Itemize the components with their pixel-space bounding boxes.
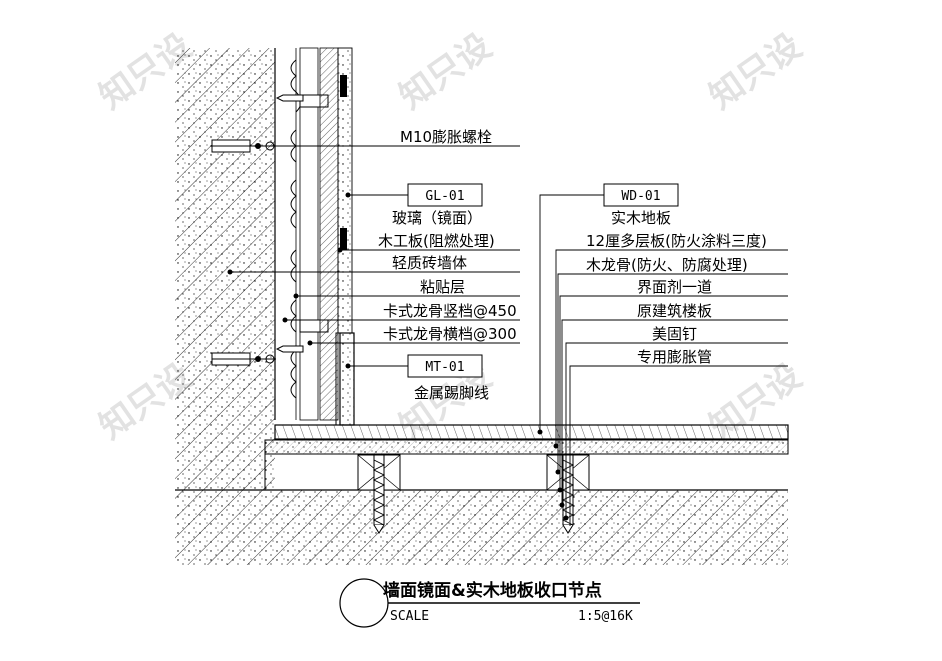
keel-label: 木龙骨(防火、防腐处理) [586,256,748,274]
brick-wall-label: 轻质砖墙体 [392,254,467,272]
mirror-glass-layer [337,47,353,334]
stud-horizontal-label: 卡式龙骨横档@300 [383,325,517,343]
watermark-text: 知只设 [702,26,808,117]
wood-code-label: WD-01 [621,189,660,204]
title-block: 墙面镜面&实木地板收口节点 SCALE 1:5@16K [339,578,640,628]
anchor-label: 专用膨胀管 [637,348,712,366]
watermark-text: 知只设 [392,26,498,117]
solid-wood-floor [274,424,789,440]
screw [275,94,304,353]
plywood-layer [264,439,789,455]
leader-dots [227,143,569,521]
drawing-title: 墙面镜面&实木地板收口节点 [383,580,602,601]
scale-value: 1:5@16K [578,609,633,624]
metal-skirting [335,332,355,426]
plywood-label: 12厘多层板(防火涂料三度) [586,232,767,250]
wood-keel [357,454,590,491]
solid-wood-label: 实木地板 [611,209,671,227]
code-box-metal: MT-01 [407,354,483,378]
bolt-label: M10膨胀螺栓 [400,128,492,146]
anchor [372,454,575,534]
code-box-glass: GL-01 [407,183,483,207]
skirting-label: 金属踢脚线 [414,384,489,402]
nail-label: 美固钉 [652,325,697,343]
leader-lines [230,145,788,526]
brick-wall [175,48,276,490]
floor-slab [175,489,788,565]
interface-agent-label: 界面剂一道 [637,278,712,296]
glass-code-label: GL-01 [425,189,464,204]
metal-code-label: MT-01 [425,360,464,375]
glass-label: 玻璃（镜面） [392,209,482,227]
adhesive-label: 粘贴层 [420,278,465,296]
blockboard-layer [319,47,339,421]
scale-label: SCALE [390,609,429,624]
stud-vertical-label: 卡式龙骨竖档@450 [383,302,517,320]
blockboard-label: 木工板(阻燃处理) [378,232,495,250]
structural-slab-label: 原建筑楼板 [637,302,712,320]
code-box-wood: WD-01 [603,183,679,207]
